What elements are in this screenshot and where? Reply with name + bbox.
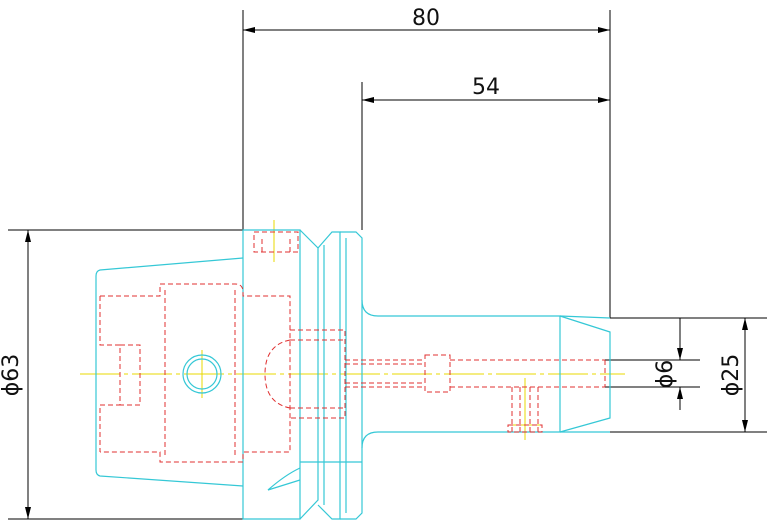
dim-label-shank-diameter: ϕ25 — [719, 354, 744, 397]
dim-label-gauge-length: 54 — [472, 75, 500, 100]
dim-label-bore-diameter: ϕ6 — [653, 360, 678, 389]
shank-outline — [361, 299, 561, 449]
centerlines — [80, 220, 625, 440]
visible-outline — [95, 229, 611, 520]
dimension-lines — [25, 27, 748, 519]
cross-hole-inner — [186, 358, 218, 390]
cross-hole-outer — [182, 354, 222, 394]
taper-body-outline — [95, 257, 244, 487]
dimension-labels: 80 54 ϕ63 ϕ25 ϕ6 — [0, 6, 744, 396]
dim-label-overall-length: 80 — [412, 6, 440, 31]
extension-lines — [8, 10, 767, 520]
hidden-lines — [99, 231, 606, 463]
dim-label-flange-diameter: ϕ63 — [0, 354, 24, 397]
cone-end-outline — [559, 315, 611, 433]
